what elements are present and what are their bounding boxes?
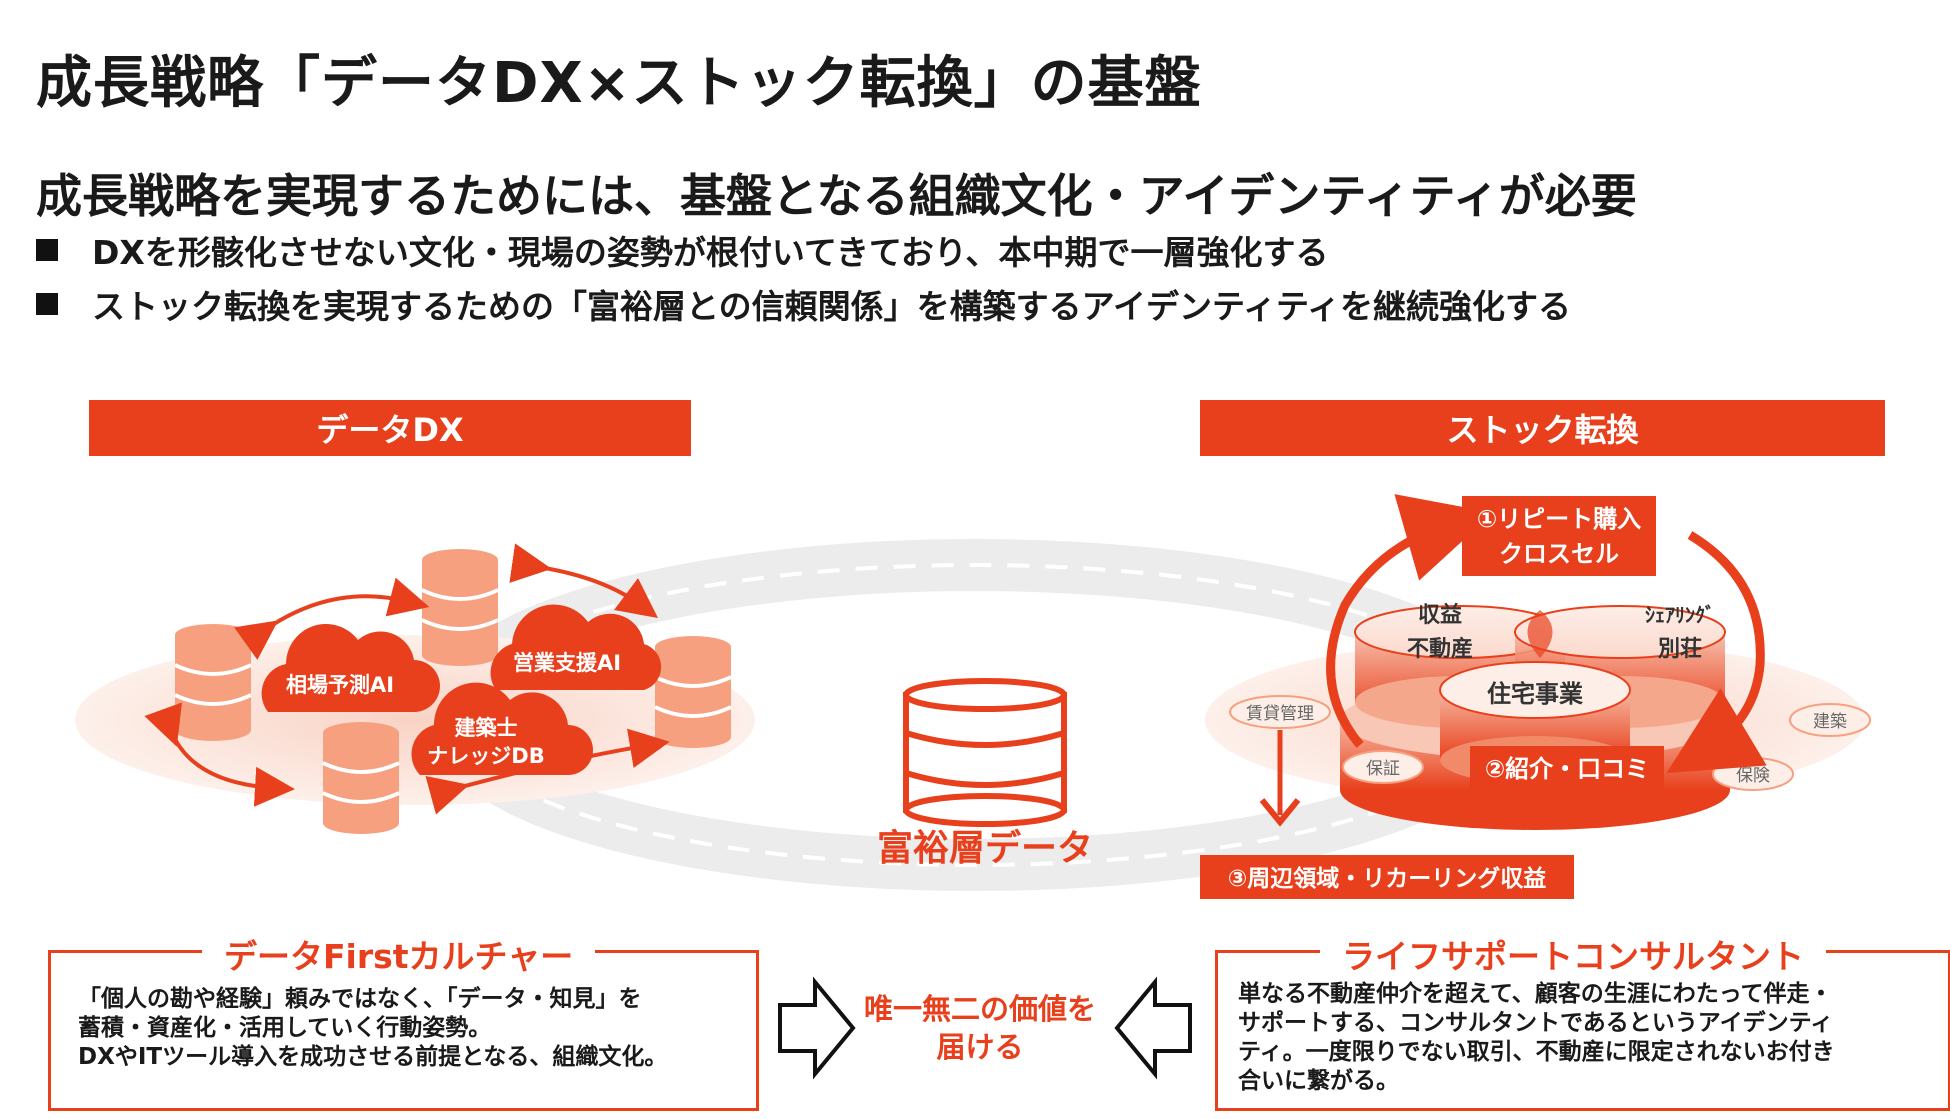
satellite-bubble: 建築 [1789,703,1871,737]
satellite-bubble: 保証 [1342,750,1424,784]
database-icon [174,624,252,741]
bullet-item: ストック転換を実現するための「富裕層との信頼関係」を構築するアイデンティティを継… [36,280,1571,328]
section-header-stock: ストック転換 [1200,400,1885,456]
value-line: 届ける [936,1030,1024,1064]
text-line: サポートする、コンサルタントであるというアイデンティ [1238,1010,1834,1036]
database-icon [322,722,400,834]
cycle-arrow-icon [1666,531,1767,774]
bullet-square-icon [36,239,58,261]
cloud-label: 相場予測AI [286,673,394,697]
central-data-label: 富裕層データ [877,827,1093,869]
satellite-bubble: 保険 [1712,757,1794,791]
cylinder-label: 不動産 [1407,636,1473,662]
flow-chevron-icon [1095,618,1121,642]
text-line: 単なる不動産仲介を超えて、顧客の生涯にわたって伴走・ [1238,981,1833,1007]
bullet-item: DXを形骸化させない文化・現場の姿勢が根付いてきており、本中期で一層強化する [36,226,1329,274]
text-line: DXやITツール導入を成功させる前提となる、組織文化。 [78,1044,668,1070]
right-hollow-arrow-icon [778,976,856,1080]
step2-label-box [1470,746,1664,790]
svg-text:建築: 建築 [1813,712,1847,732]
page-subtitle: 成長戦略を実現するためには、基盤となる組織文化・アイデンティティが必要 [36,169,1637,223]
database-icon [654,636,732,748]
bidirectional-arrow-icon [144,543,670,815]
step1-label: ①リピート購入 [1477,505,1641,533]
svg-text:保証: 保証 [1366,759,1400,779]
svg-text:保険: 保険 [1736,766,1770,786]
text-line: 「個人の勘や経験」頼みではなく、「データ・知見」を [78,986,642,1012]
left-hollow-arrow-icon [1114,976,1192,1080]
central-database-icon [903,678,1067,827]
step1-label: クロスセル [1499,540,1619,568]
bullet-square-icon [36,293,58,315]
consultant-box-text: 単なる不動産仲介を超えて、顧客の生涯にわたって伴走・ サポートする、コンサルタン… [1238,980,1835,1096]
svg-text:賃貸管理: 賃貸管理 [1246,704,1314,724]
cloud-label: ナレッジDB [427,744,544,768]
bullet-text: ストック転換を実現するための「富裕層との信頼関係」を構築するアイデンティティを継… [92,287,1572,326]
text-line: ティ。一度限りでない取引、不動産に限定されないお付き [1238,1039,1835,1065]
cylinder-label: 収益 [1418,602,1462,628]
text-line: 蓄積・資産化・活用していく行動姿勢。 [78,1015,492,1041]
cylinder-label: 住宅事業 [1487,680,1583,708]
step3-label: ③周辺領域・リカーリング収益 [1228,865,1546,892]
step3-label-box [1200,855,1574,899]
page-title: 成長戦略「データDX×ストック転換」の基盤 [36,51,1202,116]
culture-box-title: データFirstカルチャー [202,930,596,978]
overlap-highlight [1527,610,1553,658]
step2-label: ②紹介・口コミ [1485,755,1649,783]
value-message: 唯一無二の価値を 届ける [860,990,1100,1066]
database-icon [421,549,499,666]
cylinder-label: ｼｪｱﾘﾝｸﾞ [1645,603,1715,627]
flow-chevron-icon [819,808,845,832]
cycle-arrow-icon [1326,494,1494,748]
section-header-data-dx: データDX [89,400,691,456]
cylinder-label: 別荘 [1658,637,1702,662]
value-line: 唯一無二の価値を [863,992,1096,1026]
flow-chevron-icon [1134,803,1160,827]
cloud-label: 営業支援AI [513,651,621,675]
consultant-box-title: ライフサポートコンサルタント [1320,930,1826,978]
flow-chevron-icon [835,618,861,642]
satellite-bubble: 賃貸管理 [1229,695,1331,729]
step1-label-box [1462,496,1656,576]
culture-box-text: 「個人の勘や経験」頼みではなく、「データ・知見」を 蓄積・資産化・活用していく行… [78,985,667,1072]
bullet-text: DXを形骸化させない文化・現場の姿勢が根付いてきており、本中期で一層強化する [92,233,1329,272]
text-line: 合いに繋がる。 [1238,1068,1399,1094]
cloud-label: 建築士 [455,716,518,740]
cloud-icon [490,604,662,690]
